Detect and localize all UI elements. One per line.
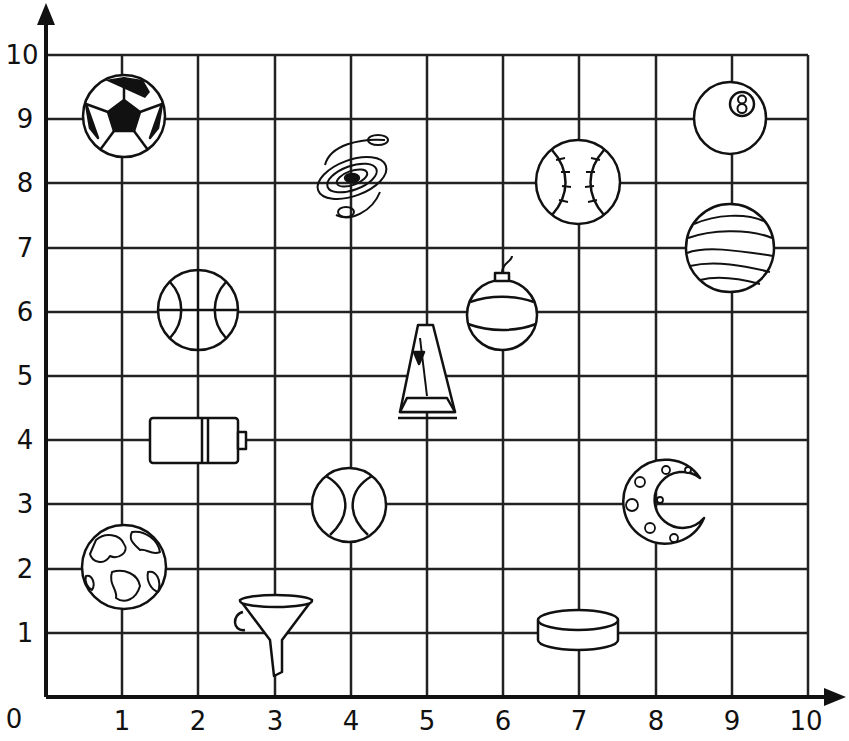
origin-number: 0 bbox=[6, 706, 23, 732]
x-axis-number: 8 bbox=[648, 708, 665, 734]
y-axis-number: 7 bbox=[17, 235, 34, 261]
x-axis-number: 2 bbox=[190, 708, 207, 734]
x-axis-number: 6 bbox=[495, 708, 512, 734]
y-axis-number: 9 bbox=[17, 106, 34, 132]
x-axis-number: 3 bbox=[267, 708, 284, 734]
y-axis-number: 4 bbox=[17, 427, 34, 453]
x-axis-number: 7 bbox=[571, 708, 588, 734]
y-axis-number: 8 bbox=[17, 170, 34, 196]
x-axis-number: 5 bbox=[419, 708, 436, 734]
y-axis-number: 6 bbox=[17, 299, 34, 325]
y-axis-number: 1 bbox=[17, 620, 34, 646]
y-axis-number: 5 bbox=[17, 363, 34, 389]
x-axis-number: 1 bbox=[114, 708, 131, 734]
y-axis-number: 2 bbox=[17, 556, 34, 582]
y-axis-number: 3 bbox=[17, 491, 34, 517]
y-axis-number: 10 bbox=[5, 42, 38, 68]
x-axis-number: 9 bbox=[724, 708, 741, 734]
x-axis-number: 10 bbox=[789, 708, 822, 734]
x-axis-number: 4 bbox=[343, 708, 360, 734]
